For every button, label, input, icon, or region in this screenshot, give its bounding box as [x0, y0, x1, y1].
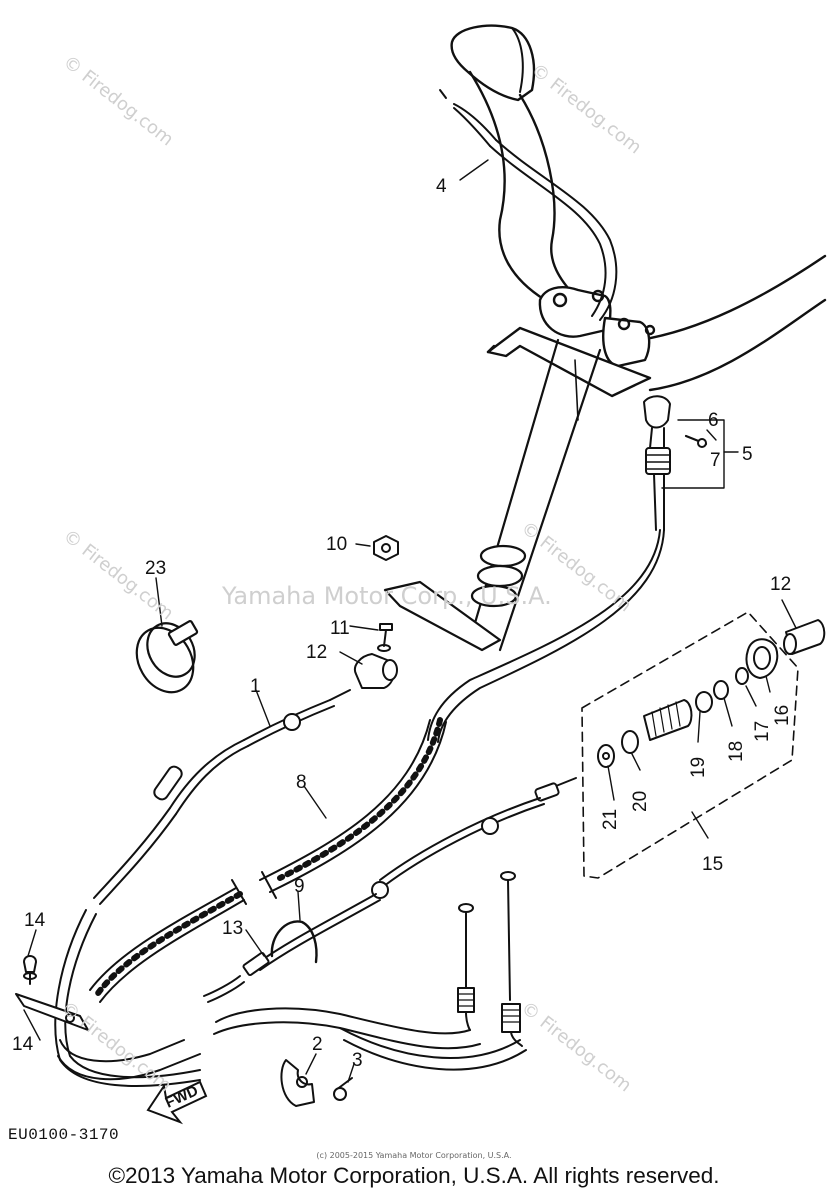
leader-lines [23, 159, 797, 1083]
fitting-group-16 [581, 611, 826, 879]
small-parts [354, 535, 399, 689]
callout-10: 10 [326, 534, 347, 555]
callout-16: 15 [702, 854, 723, 875]
handlebar [450, 24, 827, 398]
callout-18: 17 [752, 721, 773, 742]
bracket-14 [15, 955, 89, 1031]
callout-8: 8 [296, 772, 307, 793]
callout-23: 23 [145, 558, 166, 579]
callout-21: 20 [630, 791, 651, 812]
watermark-top-left: © Firedog.com [59, 51, 177, 150]
callout-6: 6 [708, 410, 719, 431]
callout-12: 12 [306, 642, 327, 663]
small-copyright: (c) 2005-2015 Yamaha Motor Corporation, … [316, 1151, 512, 1160]
callout-3: 3 [352, 1050, 363, 1071]
callout-5: 5 [742, 444, 753, 465]
callout-20: 19 [688, 757, 709, 778]
watermark-center: Yamaha Motor Corp., U.S.A. [221, 582, 552, 610]
callout-13: 13 [222, 918, 243, 939]
spiral-harness-8 [89, 717, 447, 1003]
callout-19: 18 [726, 741, 747, 762]
callout-9: 9 [294, 876, 305, 897]
watermark-top-right: © Firedog.com [527, 59, 645, 158]
callout-7: 7 [710, 450, 721, 471]
callout-4: 4 [436, 176, 447, 197]
callout-14: 14 [12, 1034, 34, 1055]
choke-knob-assembly [427, 395, 708, 743]
callout-2: 2 [312, 1034, 323, 1055]
lower-cables [57, 871, 527, 1081]
callout-12-right: 12 [770, 574, 791, 595]
diagram-code: EU0100-3170 [8, 1126, 120, 1144]
callout-17: 16 [772, 705, 793, 726]
cable-4 [439, 89, 618, 321]
callout-1: 1 [250, 676, 261, 697]
clamp-2 [280, 1059, 353, 1107]
callout-11: 11 [330, 618, 350, 639]
cable-13 [203, 777, 577, 1003]
copyright-notice: ©2013 Yamaha Motor Corporation, U.S.A. A… [108, 1163, 720, 1188]
watermark-bottom-right: © Firedog.com [517, 997, 635, 1096]
callout-22: 21 [600, 809, 621, 830]
callout-numbers: 4 6 7 5 10 23 12 11 12 1 16 17 18 19 8 2… [12, 176, 793, 1071]
band-23 [135, 620, 199, 694]
watermark-bottom-left: © Firedog.com [57, 997, 175, 1096]
steering-column [383, 338, 602, 652]
callout-15: 14 [24, 910, 46, 931]
